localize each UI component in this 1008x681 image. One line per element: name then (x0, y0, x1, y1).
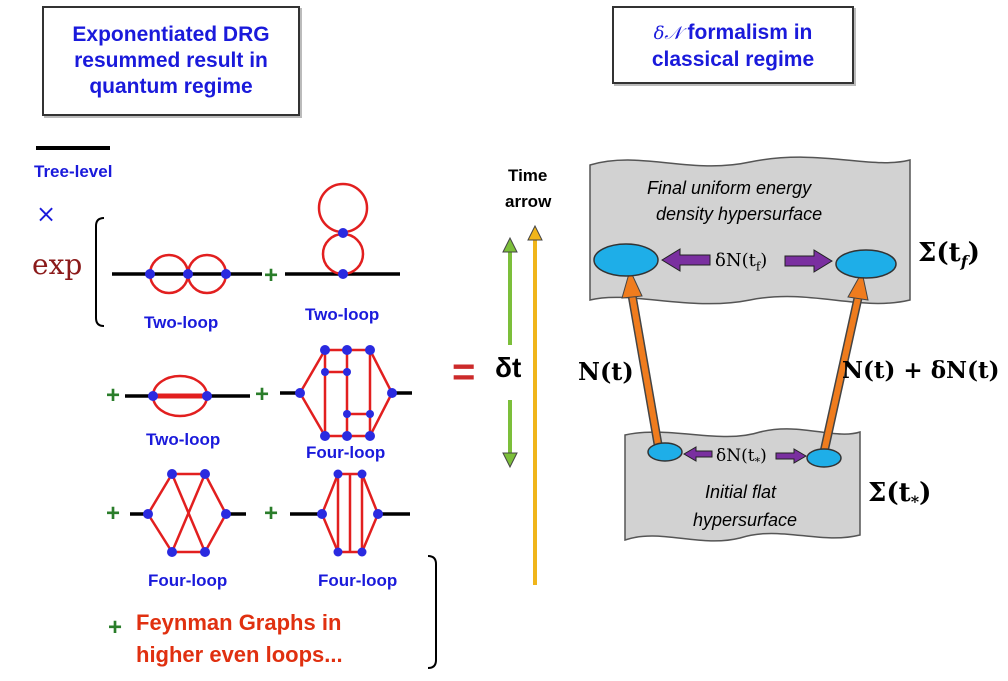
delta-n-ts-label: δN(t*) (716, 446, 767, 468)
diagram-four-loop-3 (290, 469, 410, 557)
diagram-3-label: Two-loop (146, 430, 221, 449)
right-header-line-1: δ𝒩 formalism in (614, 20, 852, 47)
left-header-line-2: resummed result in (74, 49, 268, 72)
plus-5: + (264, 500, 279, 527)
plus-1: + (264, 262, 279, 289)
delta-n-tf-close: ) (760, 250, 768, 271)
delta-n-tf-label: δN(tf) (715, 250, 767, 274)
left-bracket (95, 217, 105, 327)
sigma-ts-sub: * (910, 492, 920, 512)
plus-2: + (106, 382, 121, 409)
exp-label: exp (32, 248, 83, 281)
final-blob-left (593, 243, 659, 277)
times-symbol: × (36, 200, 57, 228)
diagram-5-label: Four-loop (148, 571, 228, 590)
delta-n-tf-sub: f (755, 259, 761, 274)
left-header-box: Exponentiated DRG resummed result in qua… (42, 6, 300, 116)
delta-t-label: δt (495, 352, 522, 384)
delta-t-arrow-green (502, 236, 518, 469)
n-t-plus-label: N(t) + δN(t) (842, 357, 1000, 384)
delta-n-symbol: δ𝒩 (653, 23, 682, 44)
equals-sign: = (452, 350, 476, 394)
diagram-2-label: Two-loop (305, 305, 380, 324)
n-t-plus-arrow-right (819, 270, 869, 453)
sigma-ts-close: ) (919, 478, 932, 508)
left-header-line-3: quantum regime (89, 75, 253, 98)
initial-blob-right (806, 448, 842, 468)
diagram-two-loop-1 (112, 253, 262, 295)
diagram-two-loop-2 (285, 182, 400, 279)
diagram-four-loop-2 (130, 469, 246, 557)
sigma-tf-close: ) (967, 238, 980, 268)
diagram-6-label: Four-loop (318, 571, 398, 590)
diagram-4-label: Four-loop (306, 443, 386, 462)
delta-n-ts-arrows (683, 446, 807, 464)
delta-n-ts-sub: * (754, 455, 761, 469)
n-t-label: N(t) (578, 357, 634, 386)
initial-blob-left (647, 442, 683, 462)
right-bracket (427, 555, 437, 669)
initial-surface-line-1: Initial flat (705, 482, 777, 502)
sigma-tf-main: Σ(t (918, 238, 961, 268)
diagram-1-label: Two-loop (144, 313, 219, 332)
diagram-two-loop-3 (125, 374, 250, 418)
sigma-ts-label: Σ(t*) (868, 478, 931, 511)
plus-3: + (255, 381, 270, 408)
delta-n-ts-close: ) (760, 446, 767, 466)
final-blob-right (835, 249, 897, 279)
final-surface-line-2: density hypersurface (656, 204, 823, 224)
time-arrow-line-1: Time (508, 166, 548, 185)
time-arrow-yellow (527, 224, 543, 585)
delta-n-tf-arrows (661, 248, 833, 273)
feynman-note-line-2: higher even loops... (136, 642, 343, 667)
delta-n-tf-main: δN(t (715, 250, 756, 271)
n-t-arrow-left (621, 268, 664, 451)
right-header-box: δ𝒩 formalism in classical regime (612, 6, 854, 84)
feynman-note-line-1: Feynman Graphs in (136, 610, 342, 635)
right-header-line-2: classical regime (651, 48, 815, 71)
final-surface-line-1: Final uniform energy (647, 178, 812, 198)
sigma-tf-sub: f (960, 252, 968, 272)
initial-surface-line-2: hypersurface (693, 510, 798, 530)
final-hypersurface (589, 156, 911, 305)
delta-n-ts-main: δN(t (716, 446, 755, 466)
tree-level-label: Tree-level (34, 162, 113, 181)
right-header-line-1-text: formalism in (681, 21, 813, 44)
plus-6: + (108, 614, 123, 641)
diagram-four-loop-1 (280, 345, 412, 441)
sigma-ts-main: Σ(t (868, 478, 911, 508)
left-header-line-1: Exponentiated DRG (72, 23, 270, 46)
time-arrow-line-2: arrow (505, 192, 552, 211)
sigma-tf-label: Σ(tf) (918, 238, 980, 271)
plus-4: + (106, 500, 121, 527)
